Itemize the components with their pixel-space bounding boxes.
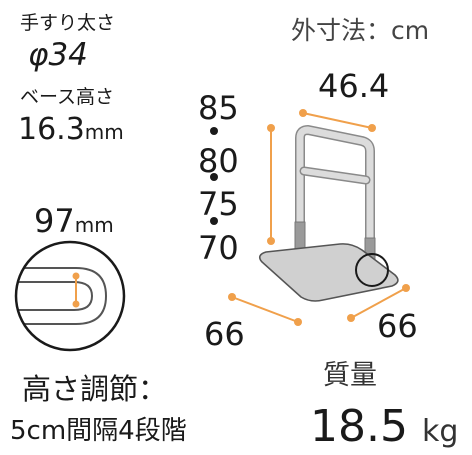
width-top-value: 46.4 — [318, 67, 390, 105]
height-80: 80 — [198, 142, 239, 180]
base-height-unit: mm — [84, 120, 124, 144]
base-height-label: ベース高さ — [20, 86, 115, 108]
height-adjust-title: 高さ調節： — [22, 372, 168, 406]
handrail-frame — [294, 125, 376, 269]
base-height-value-group: 16.3mm — [18, 115, 124, 145]
base-plate — [258, 243, 399, 302]
handrail-thickness-label: 手すり太さ — [20, 12, 116, 34]
base-detail-width-value: 97 — [34, 202, 75, 240]
base-edge-detail — [14, 240, 126, 352]
height-separator-dot — [210, 217, 218, 225]
height-70: 70 — [198, 229, 239, 267]
height-75: 75 — [198, 185, 239, 223]
depth-left-value: 66 — [204, 315, 245, 353]
weight-label: 質量 — [323, 360, 377, 391]
weight-value: 18.5 — [310, 401, 408, 452]
height-dimension-line — [267, 124, 275, 245]
height-adjust-detail: 5cm間隔4段階 — [10, 416, 187, 446]
handrail-diameter-value: φ34 — [28, 37, 88, 73]
height-separator-dot — [210, 173, 218, 181]
height-separator-dot — [210, 127, 218, 135]
weight-value-group: 18.5 kg — [310, 405, 458, 449]
width-dimension-line — [299, 109, 376, 132]
depth-left-dimension-line — [228, 293, 302, 326]
base-detail-width-group: 97mm — [34, 205, 114, 237]
depth-right-value: 66 — [377, 307, 418, 345]
weight-unit: kg — [421, 414, 459, 449]
base-height-value: 16.3 — [18, 112, 85, 147]
dimension-unit-label: 外寸法：cm — [291, 16, 430, 45]
base-detail-highlight — [355, 253, 389, 287]
base-detail-width-unit: mm — [74, 213, 114, 237]
height-85: 85 — [198, 89, 239, 127]
depth-right-dimension-line — [347, 284, 410, 322]
